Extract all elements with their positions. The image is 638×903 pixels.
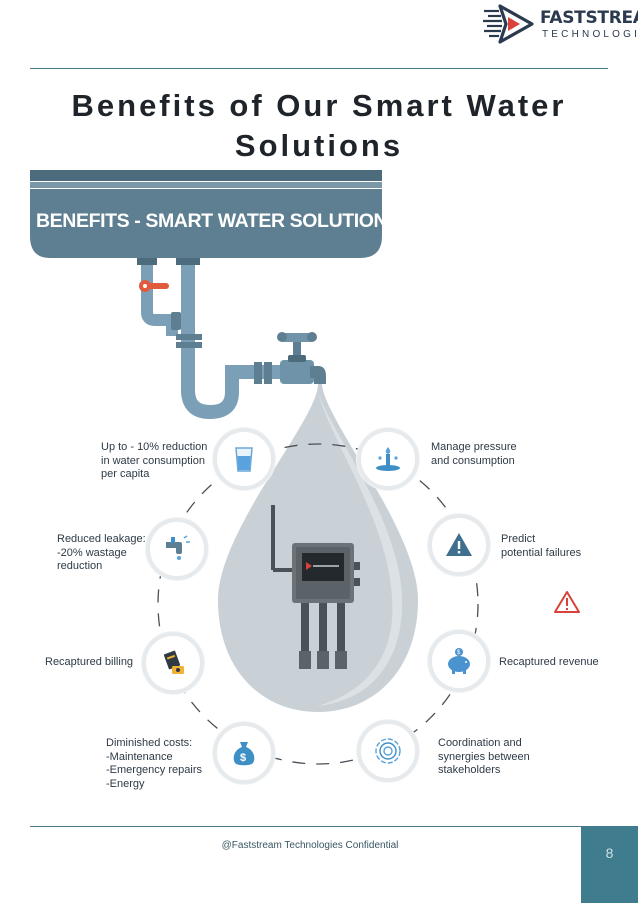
logo-subtitle: TECHNOLOGIES [542,29,638,40]
warning-icon [446,533,472,556]
benefit-coordination-circle [357,720,419,782]
header-divider [30,68,608,69]
confidential-notice: @Faststream Technologies Confidential [221,840,399,851]
company-logo: FASTSTREAM TECHNOLOGIES [482,2,638,46]
piggy-bank-icon: $ [448,648,470,674]
pipes [137,258,280,420]
benefit-diminished-costs-circle: $ [213,722,275,784]
benefit-recaptured-billing-circle [142,632,204,694]
page-title: Benefits of Our Smart Water Solutions [30,86,608,166]
money-bag-icon: $ [233,742,255,766]
svg-text:$: $ [457,650,461,656]
benefits-ring [157,443,479,765]
coordination-icon [375,738,401,764]
footer-divider [30,826,581,827]
leaking-tap-icon [166,535,190,560]
billing-icon [163,650,184,674]
benefit-label-diminished-costs: Diminished costs: -Maintenance -Emergenc… [106,737,202,790]
benefits-banner: BENEFITS - SMART WATER SOLUTIONS [36,210,400,232]
benefit-water-consumption-circle [213,428,275,490]
logo-mark-icon [483,4,534,44]
sink-basin [30,170,382,258]
benefit-label-manage-pressure: Manage pressure and consumption [431,441,517,467]
page-title-line-1: Benefits of Our Smart Water [71,88,567,123]
benefit-predict-failures-circle [428,514,490,576]
svg-text:$: $ [240,752,246,764]
benefit-label-predict-failures: Predict potential failures [501,533,582,559]
benefit-label-water-consumption: Up to - 10% reduction in water consumpti… [101,441,208,480]
benefit-reduced-leakage-circle [146,518,208,580]
water-glass-icon [235,447,253,472]
water-splash-icon [376,447,400,471]
page-number: 8 [605,845,614,861]
benefit-label-reduced-leakage: Reduced leakage: -20% wastage reduction [57,533,146,572]
logo-name: FASTSTREAM [540,8,638,28]
page-number-box: 8 [581,826,638,903]
benefit-recaptured-revenue-circle: $ [428,630,490,692]
warning-sign-icon [554,591,580,613]
smart-water-infographic [30,170,580,765]
benefit-label-recaptured-billing: Recaptured billing [45,656,134,668]
faucet [277,332,326,384]
page-title-line-2: Solutions [234,128,404,163]
benefit-label-coordination: Coordination and synergies between stake… [438,737,530,776]
smart-water-meter-device [271,505,360,669]
benefit-manage-pressure-circle [357,428,419,490]
benefit-label-recaptured-revenue: Recaptured revenue [499,656,599,668]
